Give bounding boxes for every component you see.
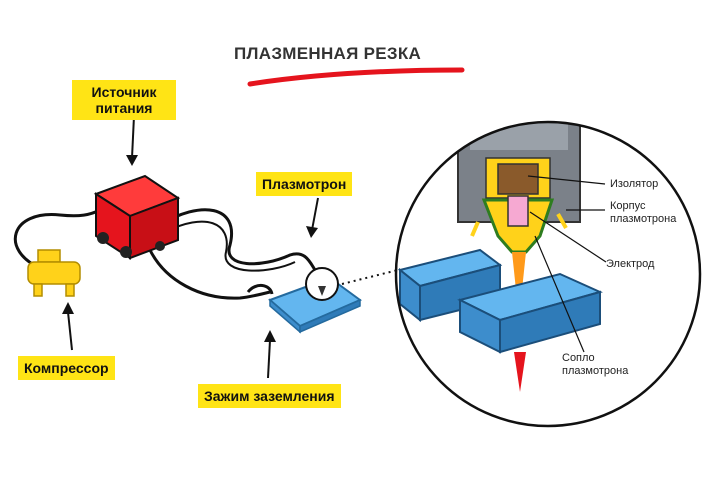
- compressor-label: Компрессор: [18, 356, 115, 380]
- title-underline: [247, 67, 465, 87]
- ground-clamp-pointer: [267, 339, 271, 379]
- power-source-label: Источник питания: [72, 80, 176, 120]
- compressor-pointer: [67, 311, 73, 351]
- torch-cable: [159, 208, 317, 271]
- torch-cable-2: [164, 220, 296, 272]
- nozzle-callout: Сопло плазмотрона: [562, 352, 629, 377]
- compressor-unit: [27, 249, 81, 297]
- magnified-frame: [394, 120, 702, 428]
- compressor-hose: [13, 208, 101, 270]
- zoom-connector: [341, 269, 399, 285]
- plasmatron-label: Плазмотрон: [256, 172, 353, 196]
- power-source-pointer: [131, 115, 135, 159]
- ground-cable: [148, 249, 271, 300]
- workpiece-plate: [246, 267, 362, 334]
- ground-clamp-label: Зажим заземления: [198, 384, 341, 408]
- magnified-view: [396, 122, 700, 426]
- torch-body-callout: Корпус плазмотрона: [610, 200, 677, 225]
- power-source-unit: [93, 174, 181, 260]
- plasmatron-pointer: [311, 197, 319, 231]
- electrode-callout: Электрод: [606, 258, 655, 270]
- insulator-callout: Изолятор: [610, 178, 659, 190]
- diagram-title: ПЛАЗМЕННАЯ РЕЗКА: [234, 44, 422, 63]
